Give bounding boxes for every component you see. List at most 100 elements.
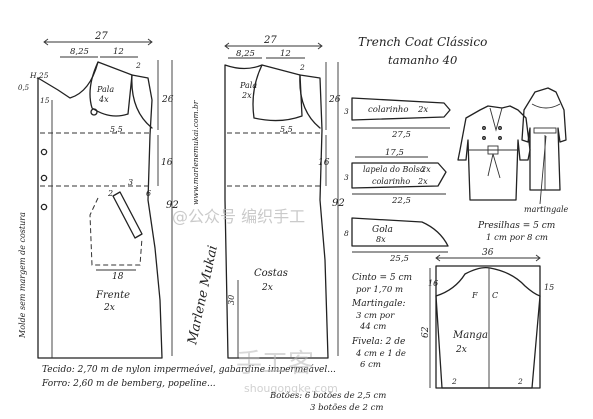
coat-button xyxy=(482,126,486,130)
watermark-logo: 手工客 xyxy=(236,349,314,379)
signature: Marlene Mukai xyxy=(185,244,221,347)
collar-outline xyxy=(351,97,451,121)
pocket-flap-label2: colarinho xyxy=(372,177,410,186)
collar-width: 27,5 xyxy=(391,130,411,140)
back-dim-16: 16 xyxy=(318,158,330,168)
watermark-url: shougongke.com xyxy=(244,382,338,395)
title-line2: tamanho 40 xyxy=(388,53,457,67)
back-yoke-outline xyxy=(252,64,303,122)
martingale-label: martingale xyxy=(524,205,569,214)
front-dim-6: 6 xyxy=(146,189,151,198)
gola-count: 8x xyxy=(376,235,386,244)
materials-line3: Botões: 6 botões de 2,5 cm xyxy=(269,390,386,401)
front-pocket-outline xyxy=(89,197,143,266)
sleeve-width: 36 xyxy=(482,248,494,258)
front-button xyxy=(40,148,48,156)
front-dim-3: 3 xyxy=(128,178,133,187)
front-piece-count: 2x xyxy=(103,303,115,313)
front-outline xyxy=(37,61,163,359)
front-right-seg: 12 xyxy=(113,47,124,57)
arrowhead xyxy=(317,42,323,50)
coat-back-view xyxy=(521,87,567,191)
front-top-width: 27 xyxy=(94,31,108,42)
sleeve-outline xyxy=(435,266,541,389)
title-block: Trench Coat Clássico tamanho 40 xyxy=(358,35,487,67)
arrowhead xyxy=(147,38,153,46)
website-text: www.marlenemukai.com.br xyxy=(191,100,200,205)
back-top-width: 27 xyxy=(263,35,277,46)
note-martingale-3: 44 cm xyxy=(359,322,386,332)
back-dim-30: 30 xyxy=(227,295,236,305)
back-piece-name: Costas xyxy=(254,268,288,279)
front-dim-26: 26 xyxy=(161,95,174,105)
collar-label: colarinho xyxy=(368,105,409,115)
note-presilhas: Presilhas = 5 cm xyxy=(477,221,555,231)
front-armhole xyxy=(131,74,153,129)
note-fivela-2: 4 cm e 1 de xyxy=(355,349,406,359)
martingale-pointer xyxy=(539,135,547,205)
arrowhead xyxy=(224,42,230,50)
note-presilhas-2: 1 cm por 8 cm xyxy=(486,233,548,243)
coat-button xyxy=(498,126,502,130)
gola-label: Gola xyxy=(372,225,393,235)
front-dim-5-5: 5,5 xyxy=(110,125,123,134)
collar-piece: colarinho 2x 3 27,5 xyxy=(344,97,451,140)
front-pocket-flap xyxy=(112,191,143,239)
gola-piece: Gola 8x 8 25,5 xyxy=(344,217,449,264)
coat-front-view xyxy=(457,105,531,201)
front-yoke-outline xyxy=(89,61,133,117)
title-line1: Trench Coat Clássico xyxy=(358,35,487,49)
coat-button xyxy=(498,136,502,140)
pocket-flap-count1: 2x xyxy=(420,165,431,174)
pocket-flap-count2: 2x xyxy=(417,177,428,186)
coat-button xyxy=(482,136,486,140)
front-button xyxy=(40,174,48,182)
front-left-small: 15 xyxy=(40,96,50,105)
front-marker-circle xyxy=(90,108,98,116)
back-yoke-count: 2x xyxy=(241,91,252,100)
coat-illustration: martingale xyxy=(457,87,569,214)
front-dim-92: 92 xyxy=(166,200,179,211)
gola-dim8: 8 xyxy=(344,229,349,238)
note-cinto-2: por 1,70 m xyxy=(356,285,403,295)
note-cinto-1: Cinto = 5 cm xyxy=(352,273,412,283)
side-note: Molde sem margem de costura xyxy=(18,212,27,339)
front-dim-2: 2 xyxy=(107,189,113,198)
coat-belt-tail xyxy=(487,153,494,177)
sleeve-bounding-box xyxy=(435,265,541,389)
sleeve-name: Manga xyxy=(452,330,488,341)
gola-width: 25,5 xyxy=(389,254,409,264)
pocket-flap-dim3: 3 xyxy=(344,173,349,182)
note-fivela-1: Fivela: 2 de xyxy=(351,337,405,347)
back-right-seg: 12 xyxy=(280,49,291,59)
sleeve-dim-2b: 2 xyxy=(517,377,523,386)
pocket-flap-top: 17,5 xyxy=(385,148,404,158)
materials-line1: Tecido: 2,70 m de nylon impermeável, gab… xyxy=(42,364,336,375)
arrowhead xyxy=(535,254,541,262)
coat-back-yoke xyxy=(531,103,561,109)
coat-belt-tail xyxy=(492,153,501,179)
coat-front-collar xyxy=(489,107,503,132)
back-dim-5-5: 5,5 xyxy=(280,125,293,134)
watermark-wechat: @公众号 编织手工 xyxy=(172,207,305,226)
sleeve-center-mark: C xyxy=(492,291,498,300)
collar-dim-top: 3 xyxy=(344,107,349,116)
sleeve-piece: 36 F C Manga 2x 16 15 62 2 2 xyxy=(421,248,554,389)
back-left-seg: 8,25 xyxy=(236,49,255,59)
front-yoke-count: 4x xyxy=(98,95,109,104)
arrowhead xyxy=(43,38,49,46)
back-dim-26: 26 xyxy=(328,95,341,105)
sleeve-dim-2: 2 xyxy=(451,377,457,386)
sleeve-dim-62: 62 xyxy=(421,326,431,338)
pocket-flap-width: 22,5 xyxy=(391,196,411,206)
materials-line4: 3 botões de 2 cm xyxy=(310,402,383,413)
collar-count: 2x xyxy=(417,105,428,115)
front-button xyxy=(40,203,48,211)
pocket-flap-label1: lapela do Bolso xyxy=(363,165,425,174)
back-piece-count: 2x xyxy=(261,283,273,293)
front-yoke-label: Pala xyxy=(96,85,114,94)
notes-block: Presilhas = 5 cm 1 cm por 8 cm Cinto = 5… xyxy=(351,221,555,370)
front-dim-16: 16 xyxy=(161,158,173,168)
back-yoke-label: Pala xyxy=(239,81,257,90)
